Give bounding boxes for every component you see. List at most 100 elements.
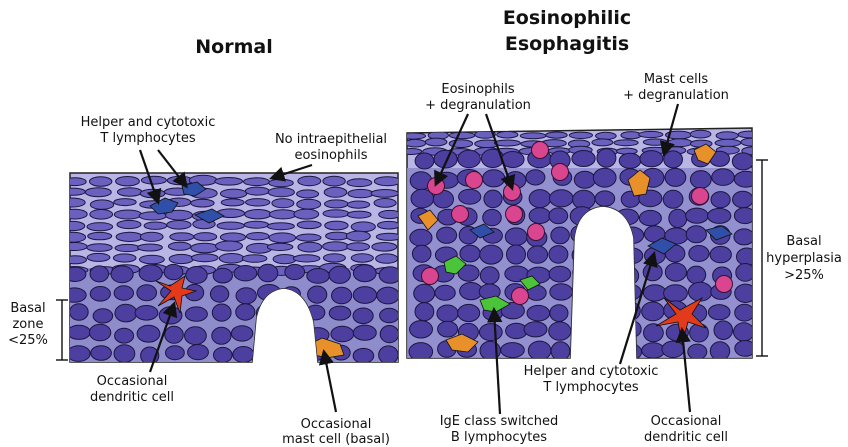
nucleus [733, 191, 754, 208]
nucleus [62, 243, 87, 251]
nucleus [306, 305, 325, 320]
nucleus [549, 322, 571, 340]
nucleus [258, 264, 278, 282]
nucleus [212, 304, 231, 321]
nucleus [137, 285, 157, 301]
nucleus [296, 234, 321, 241]
eosinophil-cell [716, 276, 733, 293]
nucleus [595, 265, 615, 281]
nucleus [141, 176, 166, 184]
nucleus [458, 150, 481, 168]
nucleus [377, 287, 399, 304]
nucleus [425, 138, 447, 146]
nucleus [572, 151, 595, 167]
nucleus [351, 254, 373, 262]
nucleus [137, 325, 160, 342]
nucleus [167, 221, 191, 230]
nucleus [573, 264, 595, 280]
nucleus [483, 170, 505, 187]
nucleus [353, 308, 373, 324]
nucleus [280, 346, 302, 362]
nucleus [449, 132, 474, 139]
ige-label-line2: B lymphocytes [451, 430, 547, 445]
nucleus [144, 222, 167, 229]
nucleus [273, 255, 296, 264]
nucleus [215, 178, 243, 186]
nucleus [62, 209, 87, 219]
nucleus [549, 266, 571, 282]
eosinophil-cell [692, 188, 709, 205]
nucleus [140, 189, 165, 197]
nucleus [379, 210, 401, 218]
nucleus [376, 233, 401, 240]
nucleus [735, 284, 757, 302]
nucleus [185, 327, 207, 345]
eoe-mast-label-line2: + degranulation [623, 88, 729, 103]
nucleus [494, 140, 520, 146]
nucleus [115, 328, 134, 343]
nucleus [245, 210, 272, 219]
nucleus [376, 254, 398, 263]
nucleus [135, 306, 158, 321]
nucleus [549, 208, 568, 224]
nucleus [597, 149, 616, 167]
nucleus [168, 242, 191, 250]
nucleus [60, 188, 85, 195]
nucleus [246, 199, 270, 206]
nucleus [690, 130, 711, 138]
nucleus [737, 248, 758, 265]
nucleus [169, 254, 193, 263]
nucleus [117, 220, 141, 228]
nucleus [194, 233, 217, 241]
nucleus [348, 189, 374, 197]
nucleus [268, 188, 294, 197]
nucleus [90, 200, 113, 209]
nucleus [329, 266, 350, 283]
nucleus [269, 179, 294, 187]
nucleus [415, 153, 434, 169]
nucleus [688, 344, 707, 359]
nucleus [185, 307, 207, 321]
eoe-dendritic-label-line2: dendritic cell [644, 430, 728, 445]
nucleus [616, 209, 639, 225]
nucleus [351, 222, 375, 232]
nucleus [64, 256, 87, 264]
nucleus [213, 268, 232, 283]
nucleus [576, 305, 594, 321]
nucleus [577, 282, 595, 300]
nucleus [210, 286, 228, 302]
nucleus [505, 228, 527, 246]
nucleus [323, 242, 349, 251]
eosinophil-cell [428, 178, 445, 195]
nucleus [164, 264, 183, 279]
nucleus [380, 308, 399, 323]
nucleus [285, 264, 305, 279]
nucleus [643, 139, 667, 145]
eosinophil-cell [552, 164, 569, 181]
nucleus [686, 226, 706, 243]
nucleus [708, 208, 731, 223]
nucleus [233, 347, 254, 363]
nucleus [220, 233, 245, 242]
basal-hyperplasia-label-line2: hyperplasia [766, 251, 842, 266]
eoe-t-cell-label-line2: T lymphocytes [542, 380, 638, 395]
nucleus [246, 233, 269, 240]
nucleus [623, 285, 641, 300]
nucleus [571, 225, 592, 243]
nucleus [689, 246, 709, 262]
eosinophil-cell [422, 268, 439, 285]
nucleus [716, 132, 738, 140]
nucleus [67, 346, 90, 362]
nucleus [664, 285, 688, 302]
nucleus [353, 325, 376, 340]
nucleus [90, 177, 112, 187]
nucleus [90, 210, 113, 220]
nucleus [497, 131, 518, 138]
nucleus [325, 221, 348, 230]
nucleus [714, 321, 733, 340]
eosinophil-cell [512, 288, 529, 305]
nucleus [378, 221, 401, 229]
nucleus [140, 255, 165, 264]
nucleus [599, 322, 619, 339]
